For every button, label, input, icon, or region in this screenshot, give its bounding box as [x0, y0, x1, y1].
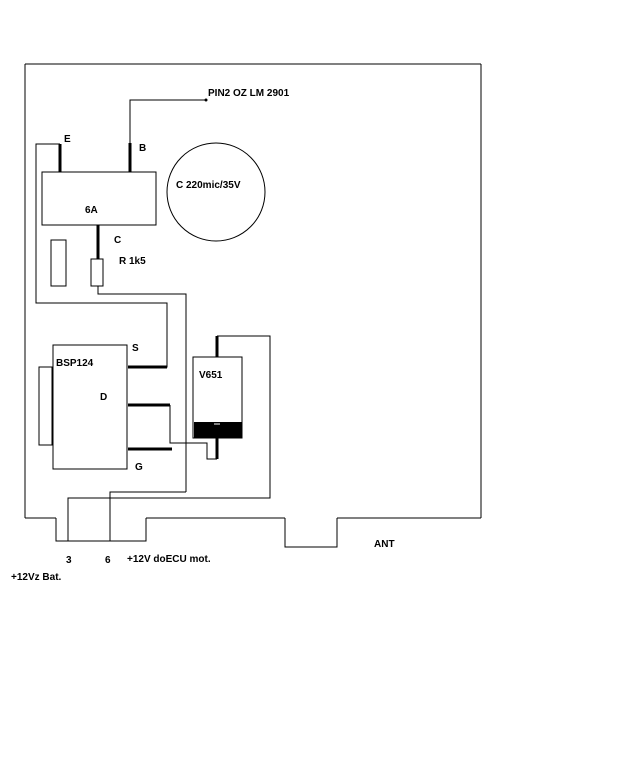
pin3-label: 3 [66, 555, 72, 566]
resistor-wire [97, 286, 187, 492]
capacitor-220uf [166, 142, 266, 242]
source-label: S [132, 343, 139, 354]
antenna-connector [284, 518, 338, 548]
transistor-6a [41, 171, 157, 226]
gate-label: G [135, 462, 143, 473]
small-component [50, 239, 67, 287]
ant-label: ANT [374, 539, 395, 550]
collector-label: C [114, 235, 121, 246]
emitter-wire [35, 143, 168, 368]
pin6-wire [109, 491, 186, 541]
pin2-label: PIN2 OZ LM 2901 [208, 88, 290, 99]
diode-label: V651 [199, 370, 223, 381]
transistor-label: 6A [85, 205, 98, 216]
resistor-label: R 1k5 [119, 256, 146, 267]
board-outline [24, 63, 482, 519]
mosfet-bsp124 [52, 344, 128, 470]
resistor-1k5 [90, 258, 104, 287]
drain-label: D [100, 392, 107, 403]
pin6-label: 6 [105, 555, 111, 566]
ecu-label: +12V doECU mot. [127, 554, 211, 565]
diode-band [194, 422, 242, 438]
capacitor-label: C 220mic/35V [176, 180, 241, 191]
mosfet-label: BSP124 [56, 358, 94, 369]
main-connector [55, 518, 147, 542]
emitter-label: E [64, 134, 71, 145]
mosfet-tab [38, 366, 53, 446]
drain-wire [169, 405, 217, 460]
diode-wire [67, 335, 271, 541]
battery-label: +12Vz Bat. [11, 572, 62, 583]
pin2-wire [129, 99, 206, 146]
pin2-dot [204, 98, 208, 102]
base-label: B [139, 143, 146, 154]
